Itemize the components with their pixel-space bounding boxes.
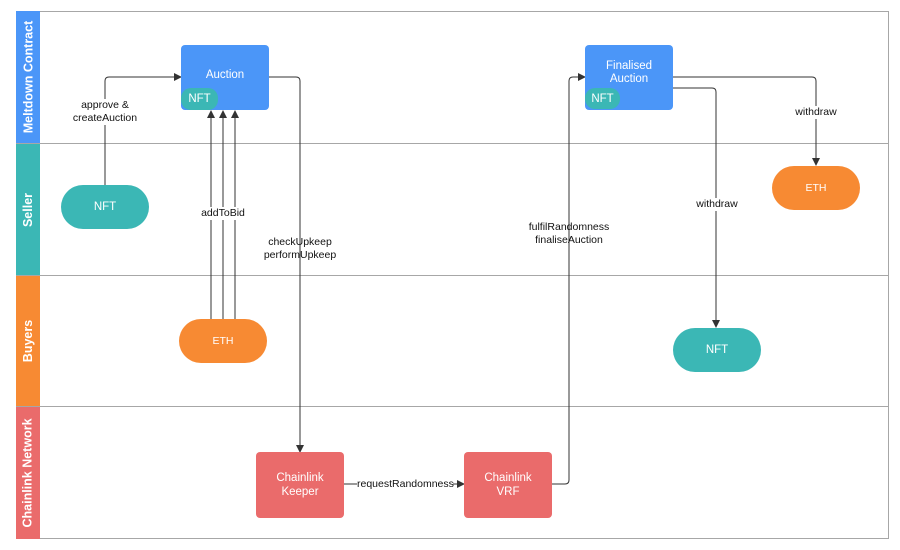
edge-check-upkeep — [269, 76, 304, 453]
auction-nft-tag: NFT — [181, 88, 218, 110]
edge-label-line: fulfilRandomness — [528, 221, 610, 233]
lane-buyers: Buyers — [16, 276, 40, 406]
lane-chainlink-network: Chainlink Network — [16, 407, 40, 539]
seller-nft-node: NFT — [61, 185, 149, 229]
lane-divider — [16, 275, 889, 276]
edge-label-withdraw-buyers: withdraw — [692, 198, 742, 211]
lane-divider — [16, 143, 889, 144]
edge-label-upkeep: checkUpkeep performUpkeep — [258, 236, 342, 262]
finalised-nft-tag: NFT — [585, 88, 620, 109]
edge-label-line: performUpkeep — [263, 249, 337, 261]
seller-nft-label: NFT — [93, 201, 117, 213]
buyers-nft-label: NFT — [705, 344, 729, 356]
edge-fulfil-randomness — [552, 73, 586, 485]
finalised-auction-label: Finalised — [605, 59, 653, 72]
edge-label-request-randomness: requestRandomness — [357, 478, 454, 491]
edge-withdraw-seller — [672, 76, 820, 166]
chainlink-keeper-label: Chainlink — [276, 472, 324, 484]
edge-label-fulfil: fulfilRandomness finaliseAuction — [519, 221, 619, 247]
chainlink-vrf-node: Chainlink VRF — [464, 452, 552, 518]
lane-meltdown-contract: Meltdown Contract — [16, 11, 40, 143]
buyers-eth-node: ETH — [179, 319, 267, 363]
edge-label-line: createAuction — [72, 112, 138, 124]
seller-eth-label: ETH — [805, 182, 827, 194]
edge-withdraw-buyers — [672, 87, 720, 328]
edge-label-line: approve & — [81, 99, 129, 111]
chainlink-keeper-label: Keeper — [281, 486, 319, 498]
lane-seller: Seller — [16, 144, 40, 275]
buyers-nft-node: NFT — [673, 328, 761, 372]
edge-label-line: checkUpkeep — [268, 236, 332, 248]
seller-eth-node: ETH — [772, 166, 860, 210]
chainlink-vrf-label: Chainlink — [484, 472, 532, 484]
edge-label-line: finaliseAuction — [535, 234, 603, 246]
edge-label-withdraw-seller: withdraw — [791, 106, 841, 119]
auction-label: Auction — [205, 68, 245, 81]
chainlink-vrf-label: VRF — [496, 486, 520, 498]
lane-divider — [16, 406, 889, 407]
buyers-eth-label: ETH — [212, 335, 234, 347]
edge-approve-create-auction — [104, 73, 182, 185]
edge-label-add-to-bid: addToBid — [195, 207, 251, 220]
edge-label-approve: approve & createAuction — [63, 99, 147, 125]
finalised-auction-label: Auction — [609, 72, 649, 85]
chainlink-keeper-node: Chainlink Keeper — [256, 452, 344, 518]
